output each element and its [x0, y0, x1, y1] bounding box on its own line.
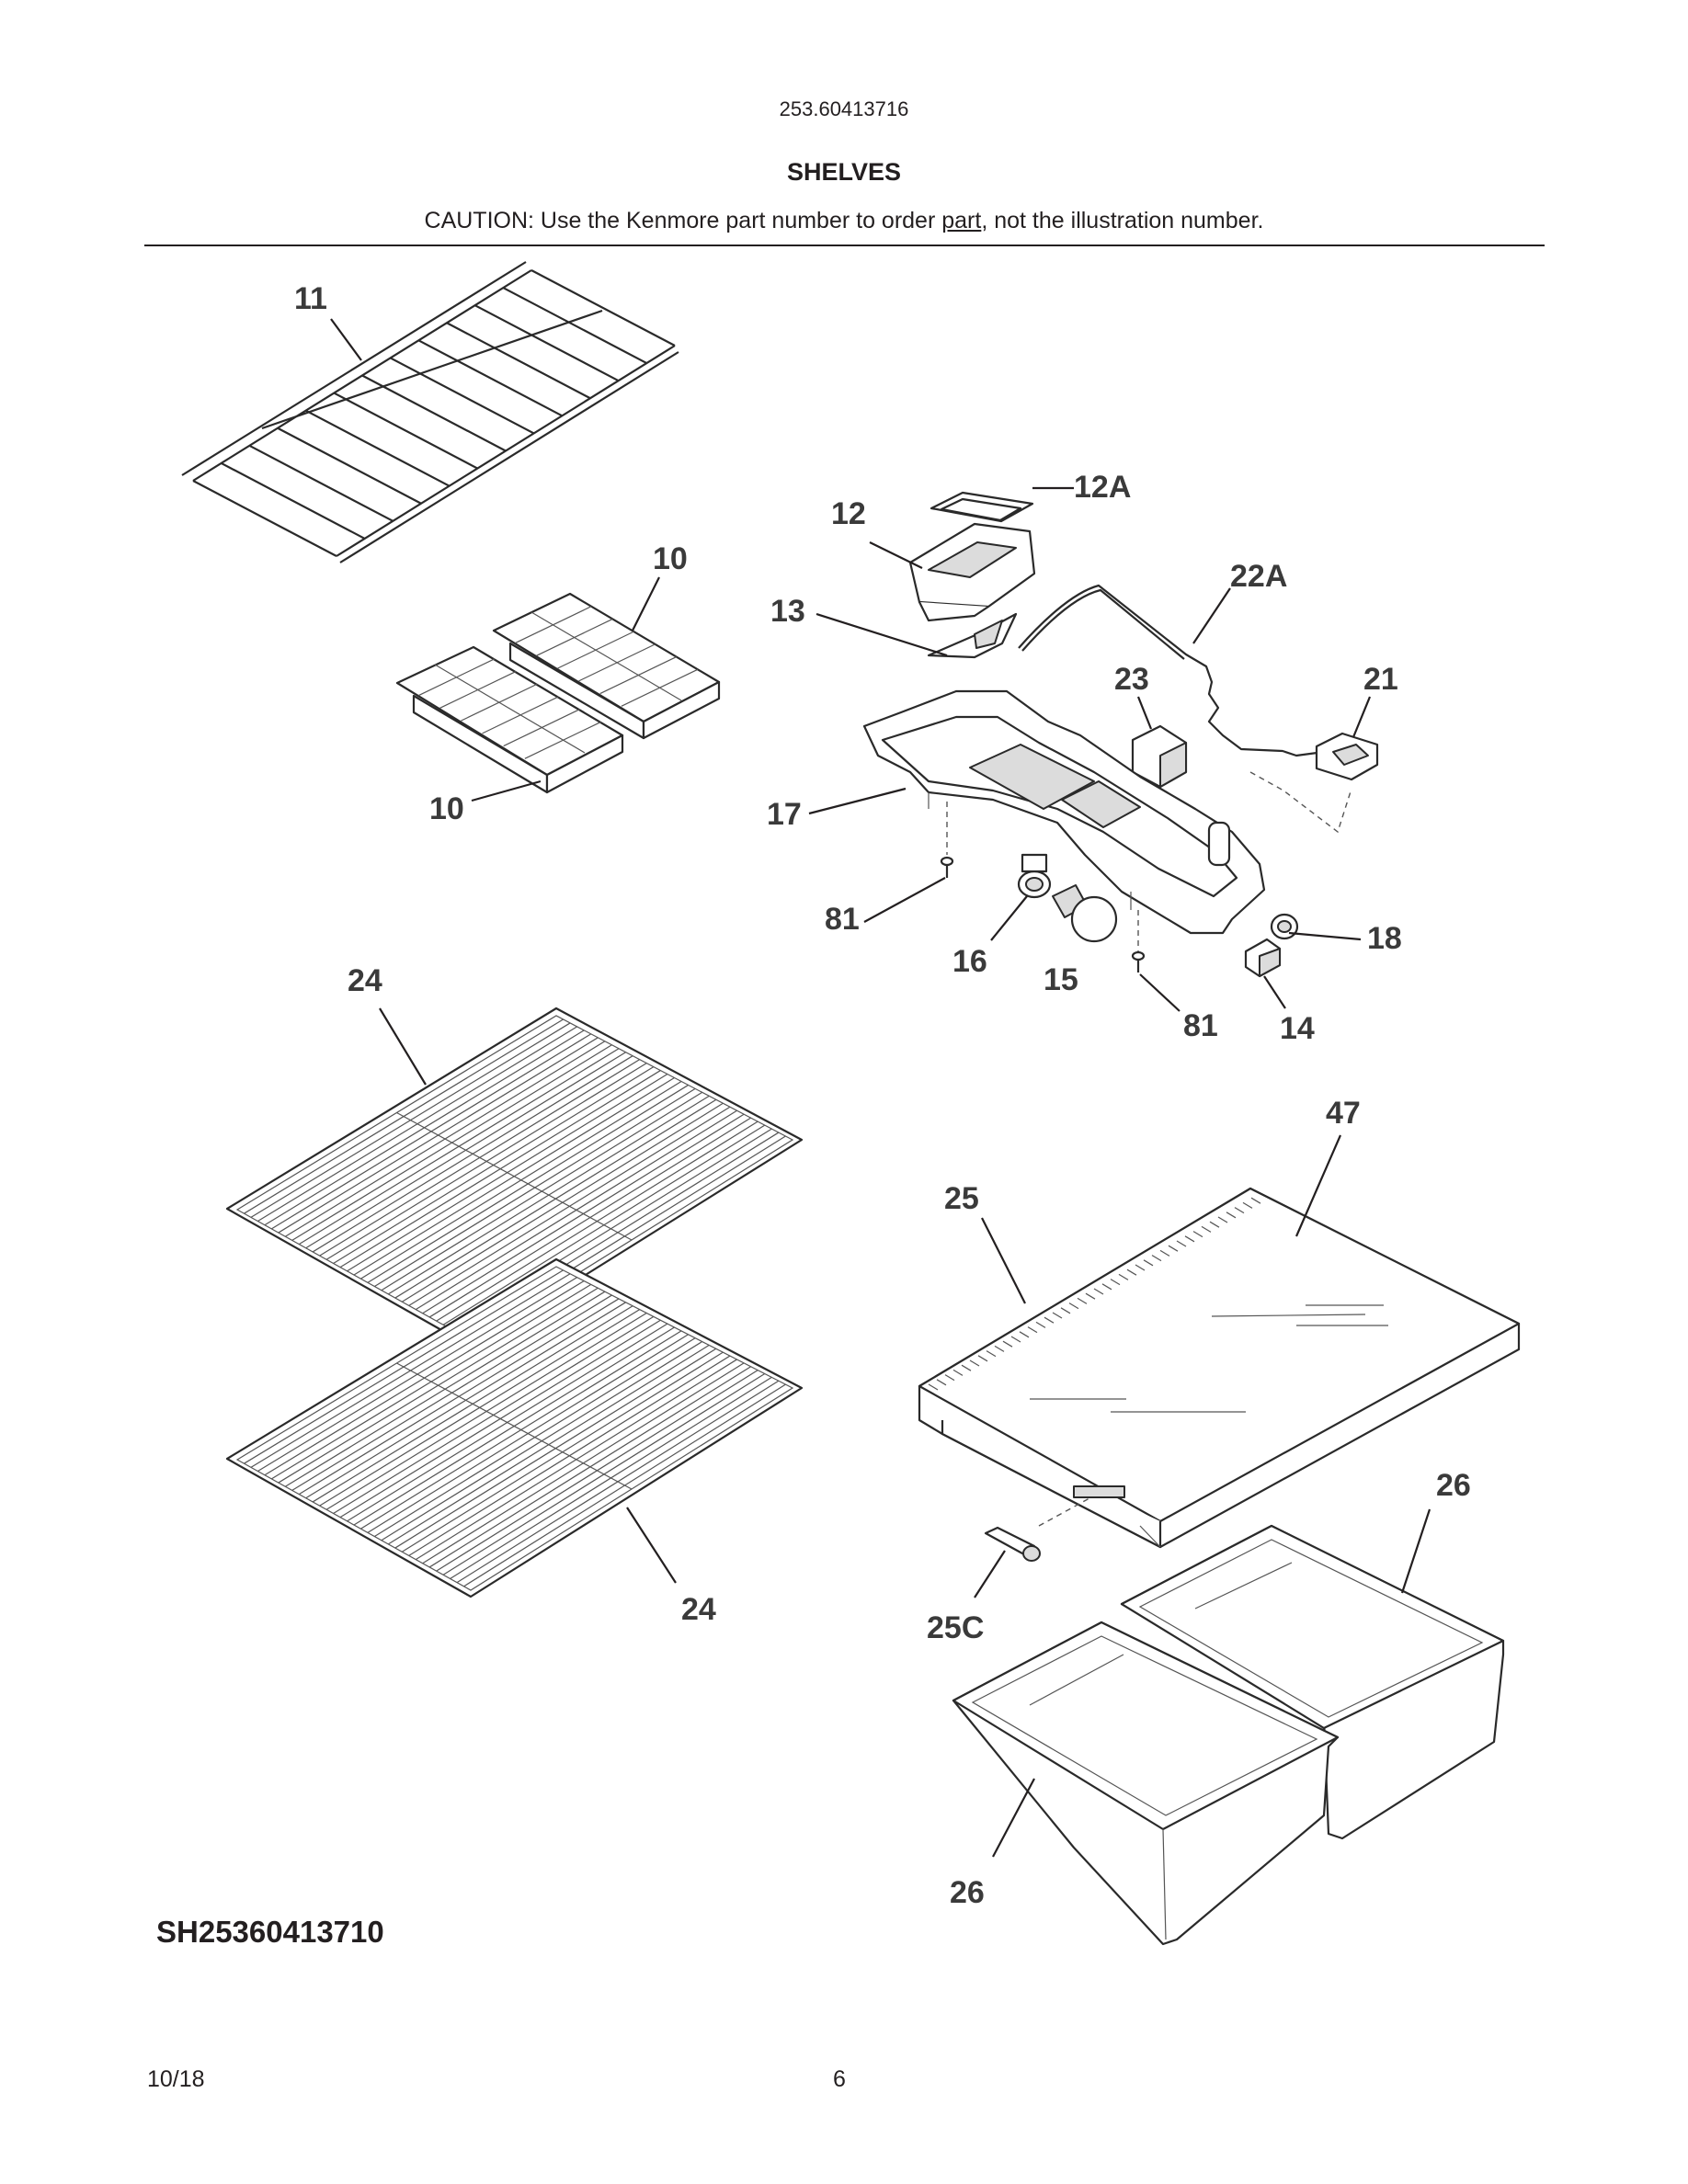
caution-prefix: CAUTION: Use the Kenmore part number to … [424, 208, 942, 233]
section-title: SHELVES [786, 158, 902, 186]
model-number: 253.60413716 [779, 97, 909, 120]
grommet-18 [1270, 913, 1299, 940]
filter-12a [930, 491, 1034, 523]
clip-25c [984, 1526, 1041, 1562]
callout-24-top: 24 [348, 963, 382, 998]
callout-10-lower: 10 [429, 791, 464, 826]
callout-25: 25 [944, 1181, 979, 1216]
header-rule [144, 245, 1545, 246]
screw-81-left [940, 856, 954, 878]
callout-81-left: 81 [825, 902, 860, 937]
callouts: 11 10 10 12 12A 13 22A 23 21 17 81 16 15… [294, 281, 1471, 1910]
switch-21 [1315, 732, 1379, 781]
caution-underlined-word: part [941, 208, 982, 233]
callout-10-upper: 10 [653, 541, 688, 576]
housing-17 [862, 689, 1266, 935]
switch-14 [1244, 938, 1282, 978]
callout-16: 16 [952, 944, 987, 979]
caution-suffix: , not the illustration number. [981, 208, 1264, 233]
leader-lines [330, 318, 1431, 1858]
callout-11: 11 [294, 281, 327, 316]
callout-21: 21 [1363, 662, 1398, 697]
bracket-13 [927, 612, 1018, 659]
callout-12: 12 [831, 496, 866, 531]
callout-25c: 25C [927, 1610, 984, 1645]
callout-23: 23 [1114, 662, 1149, 697]
wire-shelf-24-top [225, 1007, 804, 1348]
wire-harness-22a [1018, 584, 1325, 757]
caution-note: CAUTION: Use the Kenmore part number to … [0, 208, 1688, 234]
ice-tray-10-front [395, 645, 624, 794]
figure-code: SH25360413710 [156, 1915, 384, 1949]
bucket-12 [908, 522, 1036, 622]
wire-rack-11 [181, 261, 679, 563]
callout-13: 13 [770, 594, 805, 629]
callout-17: 17 [767, 797, 802, 832]
crisper-drawer-26-left [952, 1621, 1340, 1946]
callout-18: 18 [1367, 921, 1402, 956]
bulb-15 [1052, 884, 1118, 943]
callout-47: 47 [1326, 1096, 1361, 1131]
ice-tray-10-back [492, 592, 721, 740]
callout-14: 14 [1280, 1011, 1315, 1046]
callout-12a: 12A [1074, 470, 1131, 505]
control-23 [1131, 724, 1188, 789]
page-number: 6 [833, 2066, 846, 2092]
callout-15: 15 [1044, 962, 1078, 997]
callout-26-left: 26 [950, 1875, 985, 1910]
callout-81-right: 81 [1183, 1008, 1218, 1043]
footer-date: 10/18 [147, 2066, 205, 2092]
screw-81-right [1131, 950, 1146, 973]
socket-16 [1017, 853, 1052, 899]
callout-26-right: 26 [1436, 1468, 1471, 1503]
callout-24-bottom: 24 [681, 1592, 716, 1627]
callout-22a: 22A [1230, 559, 1287, 594]
wire-shelf-24-bottom [225, 1257, 804, 1598]
crisper-cover-25 [918, 1187, 1521, 1549]
